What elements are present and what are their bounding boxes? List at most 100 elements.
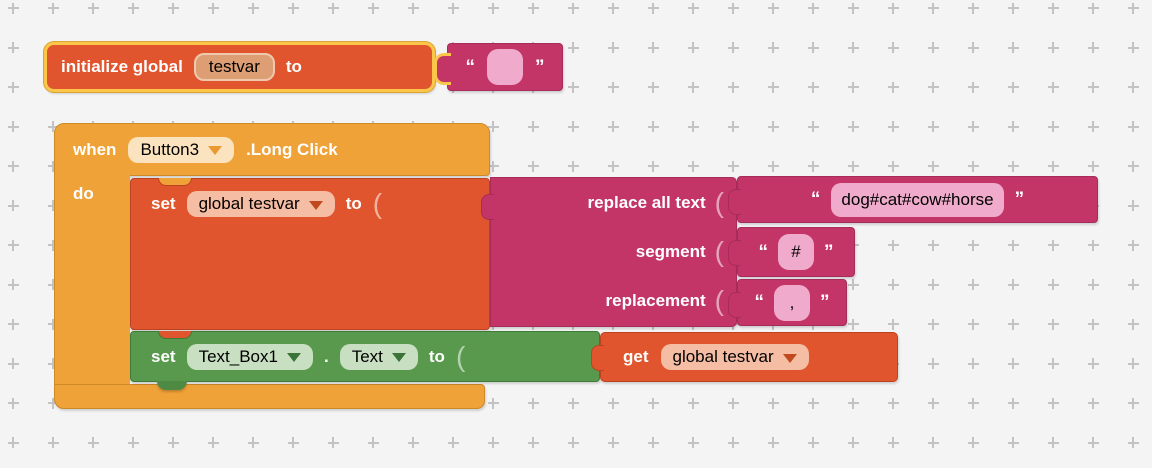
string-input-field[interactable]: # <box>778 234 814 270</box>
grid-plus-icon <box>367 437 379 448</box>
grid-plus-icon <box>1007 160 1019 172</box>
dropdown-arrow-icon[interactable] <box>308 200 323 210</box>
grid-plus-icon <box>847 81 859 93</box>
grid-plus-icon <box>527 160 539 172</box>
when-event-block-footer[interactable] <box>54 384 485 409</box>
puzzle-tab-icon <box>591 345 604 371</box>
grid-plus-icon <box>1047 437 1059 448</box>
dropdown-arrow-icon[interactable] <box>286 353 301 362</box>
grid-plus-icon <box>1047 42 1059 53</box>
grid-plus-icon <box>1127 397 1139 409</box>
initialize-global-label: initialize global <box>61 57 183 76</box>
grid-plus-icon <box>207 437 219 448</box>
grid-plus-icon <box>1127 279 1139 290</box>
grid-plus-icon <box>767 42 779 53</box>
grid-plus-icon <box>607 42 619 53</box>
grid-plus-icon <box>567 121 579 132</box>
grid-plus-icon <box>887 318 899 330</box>
grid-plus-icon <box>647 160 659 172</box>
grid-plus-icon <box>1087 279 1099 290</box>
replacement-string-block[interactable]: “ , ” <box>728 279 847 326</box>
grid-plus-icon <box>87 437 99 448</box>
puzzle-tab-icon <box>728 240 741 266</box>
grid-plus-icon <box>967 437 979 448</box>
grid-plus-icon <box>487 2 499 14</box>
component-dropdown[interactable]: Text_Box1 <box>186 343 313 370</box>
value-socket-icon <box>373 190 382 218</box>
grid-plus-icon <box>887 279 899 290</box>
grid-plus-icon <box>1047 121 1059 132</box>
grid-plus-icon <box>927 437 939 448</box>
grid-plus-icon <box>687 2 699 14</box>
grid-plus-icon <box>47 358 59 369</box>
string-input-field[interactable]: , <box>774 284 810 321</box>
text-string-block[interactable]: “ dog#cat#cow#horse ” <box>728 176 1098 223</box>
grid-plus-icon <box>887 160 899 172</box>
value-socket-icon <box>715 287 724 315</box>
grid-plus-icon <box>847 437 859 448</box>
grid-plus-icon <box>727 81 739 93</box>
grid-plus-icon <box>967 397 979 409</box>
grid-plus-icon <box>927 239 939 251</box>
open-quote: “ <box>758 241 769 263</box>
grid-plus-icon <box>687 81 699 93</box>
variable-dropdown[interactable]: global testvar <box>660 344 809 370</box>
grid-plus-icon <box>1127 239 1139 251</box>
dropdown-arrow-icon[interactable] <box>782 353 797 363</box>
empty-string-block[interactable]: “ ” <box>434 43 563 91</box>
grid-plus-icon <box>47 2 59 14</box>
grid-plus-icon <box>447 2 459 14</box>
initialize-global-variable-block[interactable]: initialize global testvar to <box>44 42 435 92</box>
grid-plus-icon <box>1007 239 1019 251</box>
dropdown-arrow-icon[interactable] <box>391 353 406 362</box>
grid-plus-icon <box>607 397 619 409</box>
grid-plus-icon <box>647 437 659 448</box>
grid-plus-icon <box>487 160 499 172</box>
grid-plus-icon <box>7 437 19 448</box>
grid-plus-icon <box>727 42 739 53</box>
grid-plus-icon <box>367 2 379 14</box>
grid-plus-icon <box>527 121 539 132</box>
grid-plus-icon <box>647 397 659 409</box>
grid-plus-icon <box>7 160 19 172</box>
get-global-variable-block[interactable]: get global testvar <box>591 332 898 382</box>
segment-string-block[interactable]: “ # ” <box>728 227 855 277</box>
grid-plus-icon <box>1047 358 1059 369</box>
grid-plus-icon <box>47 397 59 409</box>
grid-plus-icon <box>967 2 979 14</box>
grid-plus-icon <box>247 2 259 14</box>
property-dropdown[interactable]: Text <box>339 343 418 370</box>
string-input-field[interactable] <box>487 49 523 85</box>
set-global-variable-block[interactable]: set global testvar to <box>130 178 490 330</box>
grid-plus-icon <box>1087 437 1099 448</box>
variable-dropdown[interactable]: global testvar <box>186 191 335 217</box>
when-event-block-left-column[interactable]: do <box>54 175 130 409</box>
grid-plus-icon <box>727 397 739 409</box>
grid-plus-icon <box>807 81 819 93</box>
grid-plus-icon <box>847 42 859 53</box>
close-quote: ” <box>1014 189 1025 210</box>
grid-plus-icon <box>7 318 19 330</box>
grid-plus-icon <box>887 2 899 14</box>
grid-plus-icon <box>967 239 979 251</box>
grid-plus-icon <box>1087 160 1099 172</box>
component-dropdown[interactable]: Button3 <box>128 136 235 163</box>
grid-plus-icon <box>1087 81 1099 93</box>
grid-plus-icon <box>1087 42 1099 53</box>
string-input-field[interactable]: dog#cat#cow#horse <box>831 182 1004 217</box>
grid-plus-icon <box>1127 81 1139 93</box>
grid-plus-icon <box>607 2 619 14</box>
grid-plus-icon <box>847 397 859 409</box>
grid-plus-icon <box>1047 239 1059 251</box>
grid-plus-icon <box>607 437 619 448</box>
grid-plus-icon <box>1127 200 1139 211</box>
when-event-block-header[interactable]: when Button3 .Long Click <box>54 123 490 176</box>
close-quote: ” <box>824 241 834 263</box>
grid-plus-icon <box>1007 279 1019 290</box>
variable-name-field[interactable]: testvar <box>193 53 275 81</box>
grid-plus-icon <box>767 81 779 93</box>
replace-all-text-block[interactable]: replace all text segment replacement <box>481 177 737 327</box>
set-component-property-block[interactable]: set Text_Box1 . Text to <box>130 331 600 382</box>
dropdown-arrow-icon[interactable] <box>208 146 223 155</box>
